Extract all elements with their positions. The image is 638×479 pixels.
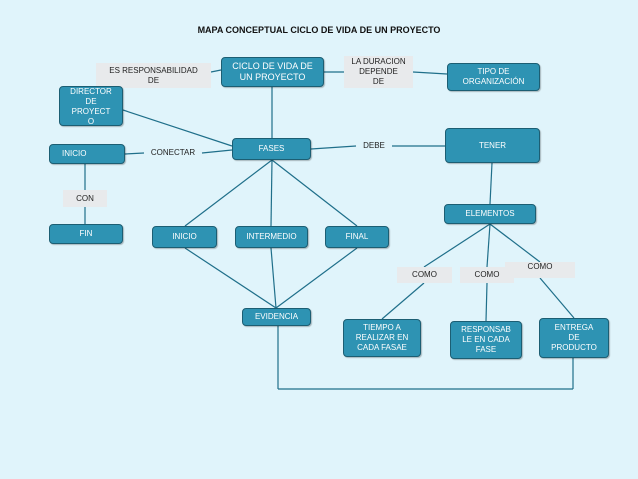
edge-duracion-to-tipo <box>412 71 448 75</box>
map-title: MAPA CONCEPTUAL CICLO DE VIDA DE UN PROY… <box>197 25 441 35</box>
node-elementos[interactable]: ELEMENTOS <box>444 204 536 224</box>
edge-como2-to-responsable <box>485 282 488 322</box>
label-como-2: COMO <box>460 267 514 283</box>
edge-fases-to-intermedio <box>270 159 273 227</box>
edge-fases-to-debe <box>310 145 357 150</box>
edge-inicio-to-evidencia <box>184 247 277 309</box>
node-entrega-de-producto[interactable]: ENTREGA DE PRODUCTO <box>539 318 609 358</box>
edge-tener-to-elementos <box>489 162 493 205</box>
node-fases[interactable]: FASES <box>232 138 311 160</box>
node-intermedio[interactable]: INTERMEDIO <box>235 226 308 248</box>
edge-elementos-to-como1 <box>423 223 491 268</box>
edge-fases-to-inicio <box>184 159 273 227</box>
node-ciclo-de-vida[interactable]: CICLO DE VIDA DE UN PROYECTO <box>221 57 324 87</box>
node-responsable-en-cada-fase[interactable]: RESPONSAB LE EN CADA FASE <box>450 321 522 359</box>
edge-ciclo-to-responsabilidad <box>210 69 222 73</box>
edge-director-to-fases <box>122 109 233 147</box>
label-duracion-depende: LA DURACION DEPENDE DE <box>344 56 413 88</box>
label-debe: DEBE <box>363 141 385 150</box>
node-director-de-proyecto[interactable]: DIRECTOR DE PROYECT O <box>59 86 123 126</box>
edge-elementos-to-como3 <box>489 223 541 263</box>
node-inicio-left[interactable]: INICIO <box>49 144 125 164</box>
label-conectar: CONECTAR <box>150 148 196 157</box>
label-como-1: COMO <box>397 267 452 283</box>
edge-conectar-to-fases <box>201 149 233 154</box>
edge-como1-to-tiempo <box>381 282 425 320</box>
node-inicio[interactable]: INICIO <box>152 226 217 248</box>
edge-fases-to-final <box>271 159 358 227</box>
label-con: CON <box>63 190 107 207</box>
edge-final-to-evidencia <box>275 247 358 309</box>
edge-elementos-to-como2 <box>486 223 491 268</box>
label-como-3: COMO <box>505 262 575 278</box>
edge-intermedio-to-evidencia <box>270 247 277 309</box>
node-tipo-de-organizacion[interactable]: TIPO DE ORGANIZACIÓN <box>447 63 540 91</box>
node-final[interactable]: FINAL <box>325 226 389 248</box>
node-tiempo-a-realizar[interactable]: TIEMPO A REALIZAR EN CADA FASAE <box>343 319 421 357</box>
node-evidencia[interactable]: EVIDENCIA <box>242 308 311 326</box>
edge-como3-to-entrega <box>539 277 575 319</box>
node-fin[interactable]: FIN <box>49 224 123 244</box>
edge-inicio-to-conectar <box>124 152 145 155</box>
node-tener[interactable]: TENER <box>445 128 540 163</box>
label-es-responsabilidad: ES RESPONSABILIDAD DE <box>96 63 211 88</box>
